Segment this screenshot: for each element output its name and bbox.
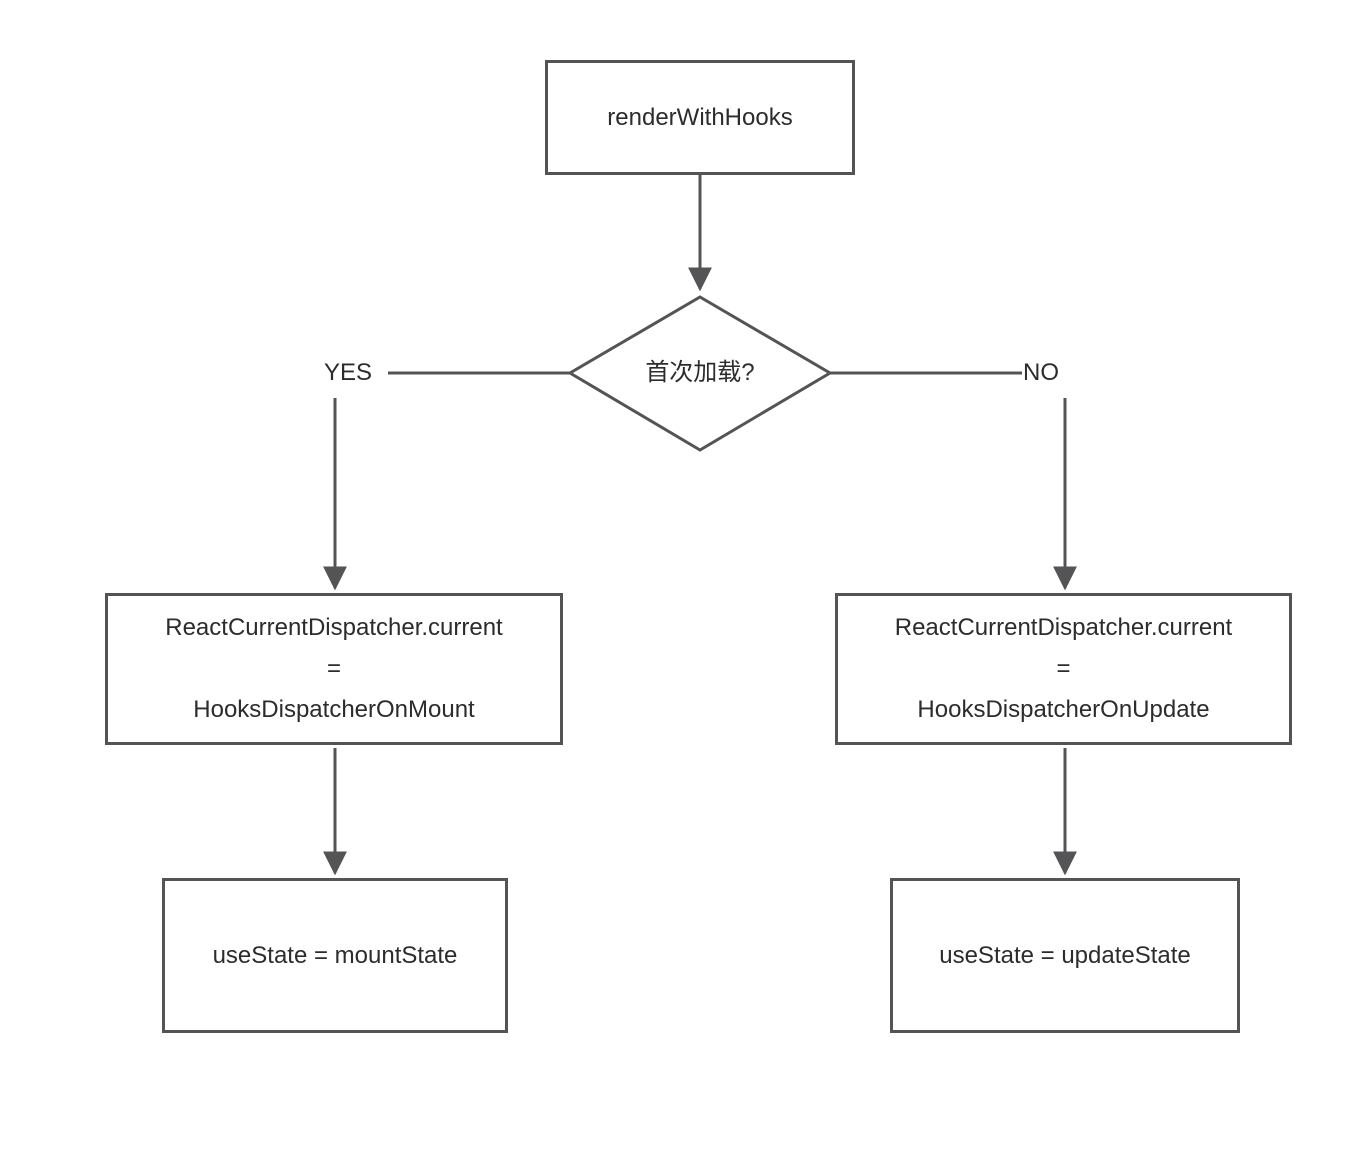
- node-dispatcher-on-update-line1: ReactCurrentDispatcher.current: [894, 614, 1233, 642]
- node-dispatcher-on-mount-line3: HooksDispatcherOnMount: [193, 695, 475, 723]
- node-usestate-mountstate: useState = mountState: [162, 878, 508, 1033]
- node-first-load-decision-label: 首次加载?: [645, 359, 755, 386]
- node-usestate-updatestate: useState = updateState: [890, 878, 1240, 1033]
- decision-diamond-shape: [567, 295, 833, 452]
- node-dispatcher-on-mount: ReactCurrentDispatcher.current = HooksDi…: [105, 593, 563, 745]
- node-dispatcher-on-mount-line1: ReactCurrentDispatcher.current: [165, 614, 503, 642]
- edge-label-yes: YES: [324, 359, 373, 386]
- node-usestate-mountstate-label: useState = mountState: [212, 941, 458, 969]
- node-dispatcher-on-mount-line2: =: [326, 654, 341, 682]
- node-dispatcher-on-update-line2: =: [1056, 654, 1071, 682]
- node-usestate-updatestate-label: useState = updateState: [939, 941, 1191, 969]
- node-dispatcher-on-update-line3: HooksDispatcherOnUpdate: [917, 695, 1210, 723]
- edge-label-no: NO: [1023, 359, 1059, 386]
- node-render-with-hooks-label: renderWithHooks: [607, 103, 793, 131]
- node-render-with-hooks: renderWithHooks: [545, 60, 855, 175]
- node-dispatcher-on-update: ReactCurrentDispatcher.current = HooksDi…: [835, 593, 1292, 745]
